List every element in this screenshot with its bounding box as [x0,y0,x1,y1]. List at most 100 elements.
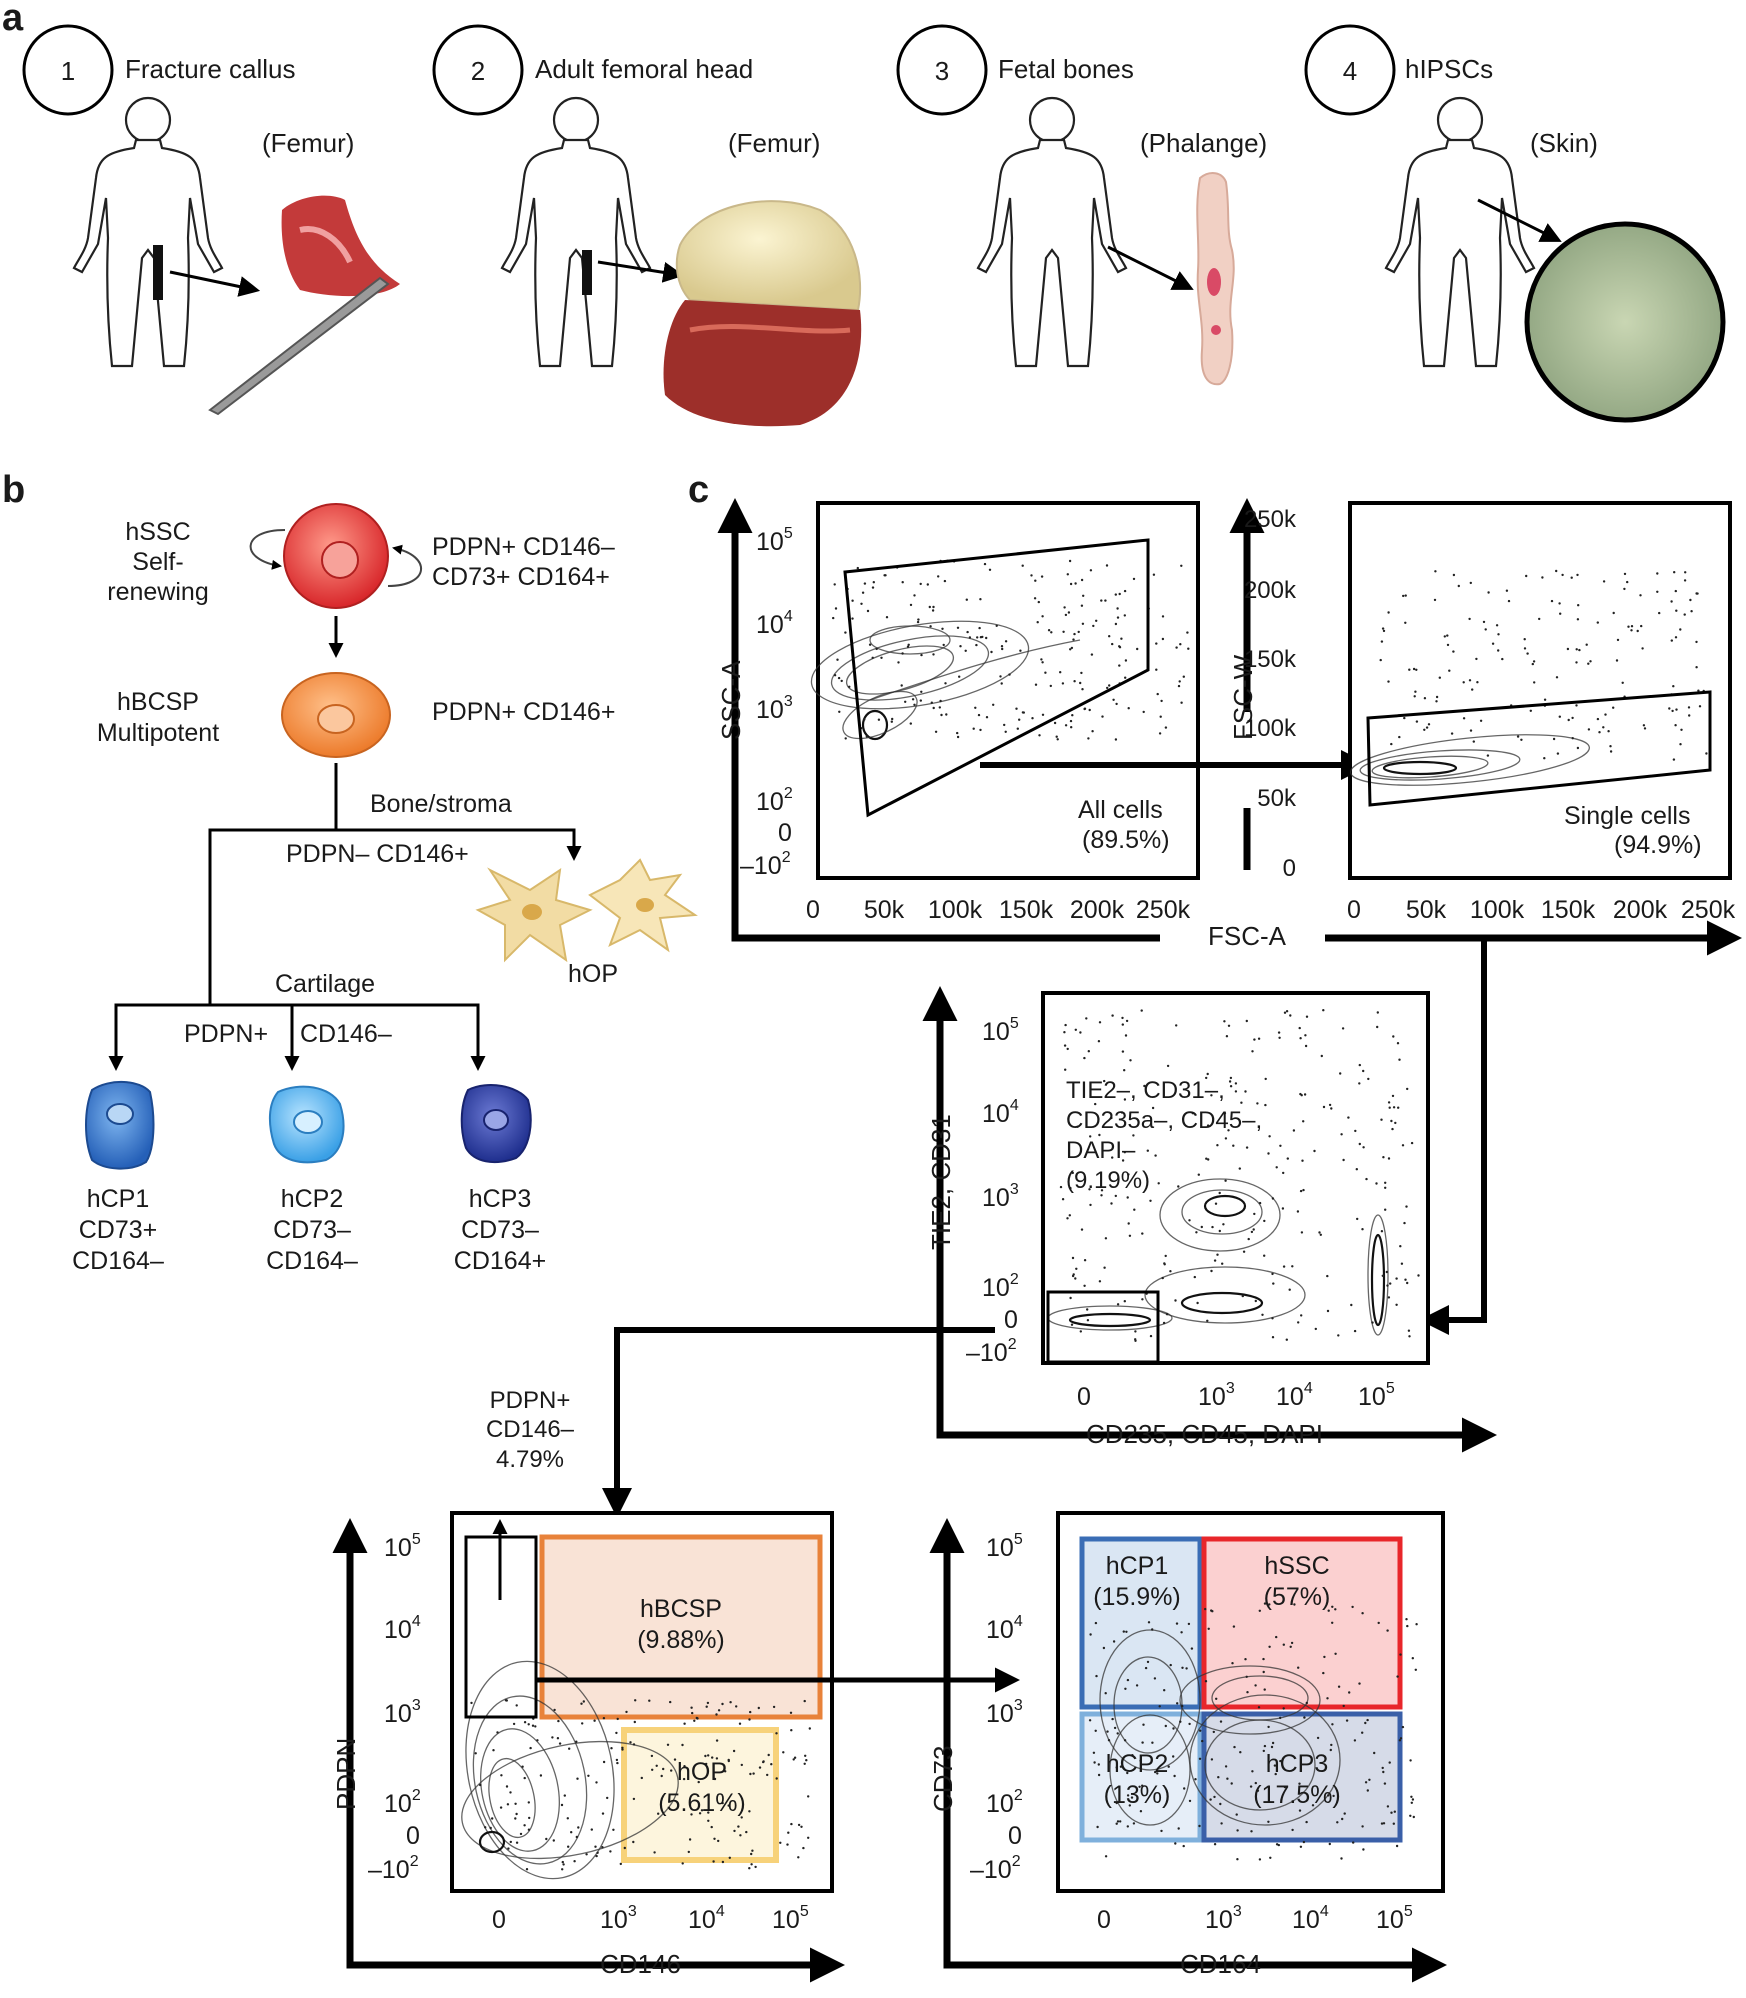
scatter-dot [1680,728,1683,731]
scatter-dot [1123,614,1127,617]
scatter-dot [1323,1655,1326,1659]
scatter-dot [1181,1704,1184,1708]
scatter-dot [1289,1014,1292,1017]
scatter-dot [707,1819,710,1823]
scatter-dot [1578,648,1581,652]
source-title: Fetal bones [998,54,1134,84]
scatter-dot [1386,1629,1389,1632]
svg-text:102: 102 [982,1271,1019,1302]
scatter-dot [750,1863,753,1866]
scatter-dot [1342,1704,1345,1708]
scatter-dot [669,1700,672,1704]
scatter-dot [1526,652,1529,655]
ytick: 10 [982,1100,1010,1128]
scatter-dot [1282,1707,1285,1710]
gate-name: All cells [1078,796,1163,824]
scatter-dot [1575,648,1578,651]
scatter-dot [1427,723,1431,726]
scatter-dot [1291,1265,1294,1268]
scatter-dot [944,682,947,685]
y-ticks: 250k 200k 150k 100k 50k 0 [1244,506,1297,882]
scatter-dot [1688,714,1691,717]
scatter-dot [1300,1314,1303,1317]
scatter-dot [1395,1277,1398,1280]
xtick-exp: 4 [1320,1903,1329,1920]
scatter-dot [1697,689,1700,692]
scatter-dot [968,636,972,639]
scatter-dot [1074,1028,1078,1032]
scatter-dot [1224,1179,1227,1182]
hbcsp-gate [539,1534,823,1720]
number-badge [22,24,114,116]
svg-text:103: 103 [600,1903,637,1934]
scatter-dot [700,1809,704,1812]
scatter-dot [782,1751,785,1754]
scatter-dot [1082,594,1085,597]
scatter-dot [1159,715,1162,718]
hcp3-marker-2: CD164+ [454,1247,546,1275]
scatter-dot [1256,1789,1260,1792]
scatter-dot [1059,1185,1063,1189]
scatter-dot [1353,1739,1357,1742]
hcp2-label: hCP2 [281,1185,344,1213]
scatter-dot [1290,1641,1294,1645]
scatter-dot [1303,1093,1307,1096]
ytick: 10 [986,1700,1014,1728]
scatter-dot [682,1777,686,1781]
plot-all-cells: SSC-A 105 104 103 102 0 –102 0 50k 100k … [716,498,1742,956]
scatter-dot [1196,1301,1199,1305]
scatter-dot [634,1699,637,1702]
scatter-dot [1180,1631,1183,1634]
scatter-dot [1177,1185,1180,1188]
lineage-tree-lines [208,763,338,1005]
y-axis-label: SSC-A [716,660,746,740]
scatter-dot [1087,737,1090,740]
scatter-dot [1425,726,1429,729]
scatter-dot [713,1777,717,1781]
scatter-dot [1529,709,1533,712]
scatter-dot [1154,1154,1157,1157]
scatter-dot [1443,635,1447,638]
scatter-dot [1282,1171,1285,1175]
scatter-dot [1330,1107,1333,1110]
scatter-dot [1070,646,1074,650]
scatter-dot [1190,1647,1194,1650]
scatter-dot [706,1701,710,1705]
scatter-dot [749,1710,752,1714]
scatter-dot [1390,1811,1393,1814]
scatter-dot [1433,598,1437,602]
scatter-dot [1139,1759,1142,1763]
ytick: 250k [1244,506,1297,533]
scatter-dot [1219,1802,1222,1806]
cartilage-markers-right: CD146– [300,1020,392,1048]
scatter-dot [621,1748,624,1751]
scatter-dot [1146,1149,1150,1152]
scatter-dot [875,647,878,651]
x-axis-label: CD235, CD45, DAPI [1086,1419,1323,1449]
svg-text:–102: –102 [740,849,791,880]
scatter-dot [1164,726,1168,729]
scatter-dot [1543,757,1546,760]
svg-text:103: 103 [986,1697,1023,1728]
scatter-dot [1326,1697,1329,1700]
scatter-dot [609,1850,612,1853]
scatter-dot [1417,1274,1420,1277]
scatter-dot [1391,1094,1395,1098]
svg-text:104: 104 [384,1613,421,1644]
scatter-dot [695,1716,698,1720]
scatter-dot [1299,1845,1303,1849]
scatter-dot [1089,1203,1092,1207]
ytick: 10 [756,528,784,556]
scatter-dot [1291,1828,1294,1832]
scatter-dot [1296,1210,1300,1213]
scatter-dot [1073,632,1076,636]
y-ticks: 105 104 103 102 0 –102 [966,1015,1019,1367]
scatter-dots [1059,1009,1420,1343]
source-title: hIPSCs [1405,54,1493,84]
scatter-dot [1127,707,1130,710]
scatter-dot [1341,1027,1345,1030]
scatter-dot [1275,1166,1278,1169]
xtick: 10 [1205,1906,1233,1934]
scatter-dot [1396,1042,1400,1045]
